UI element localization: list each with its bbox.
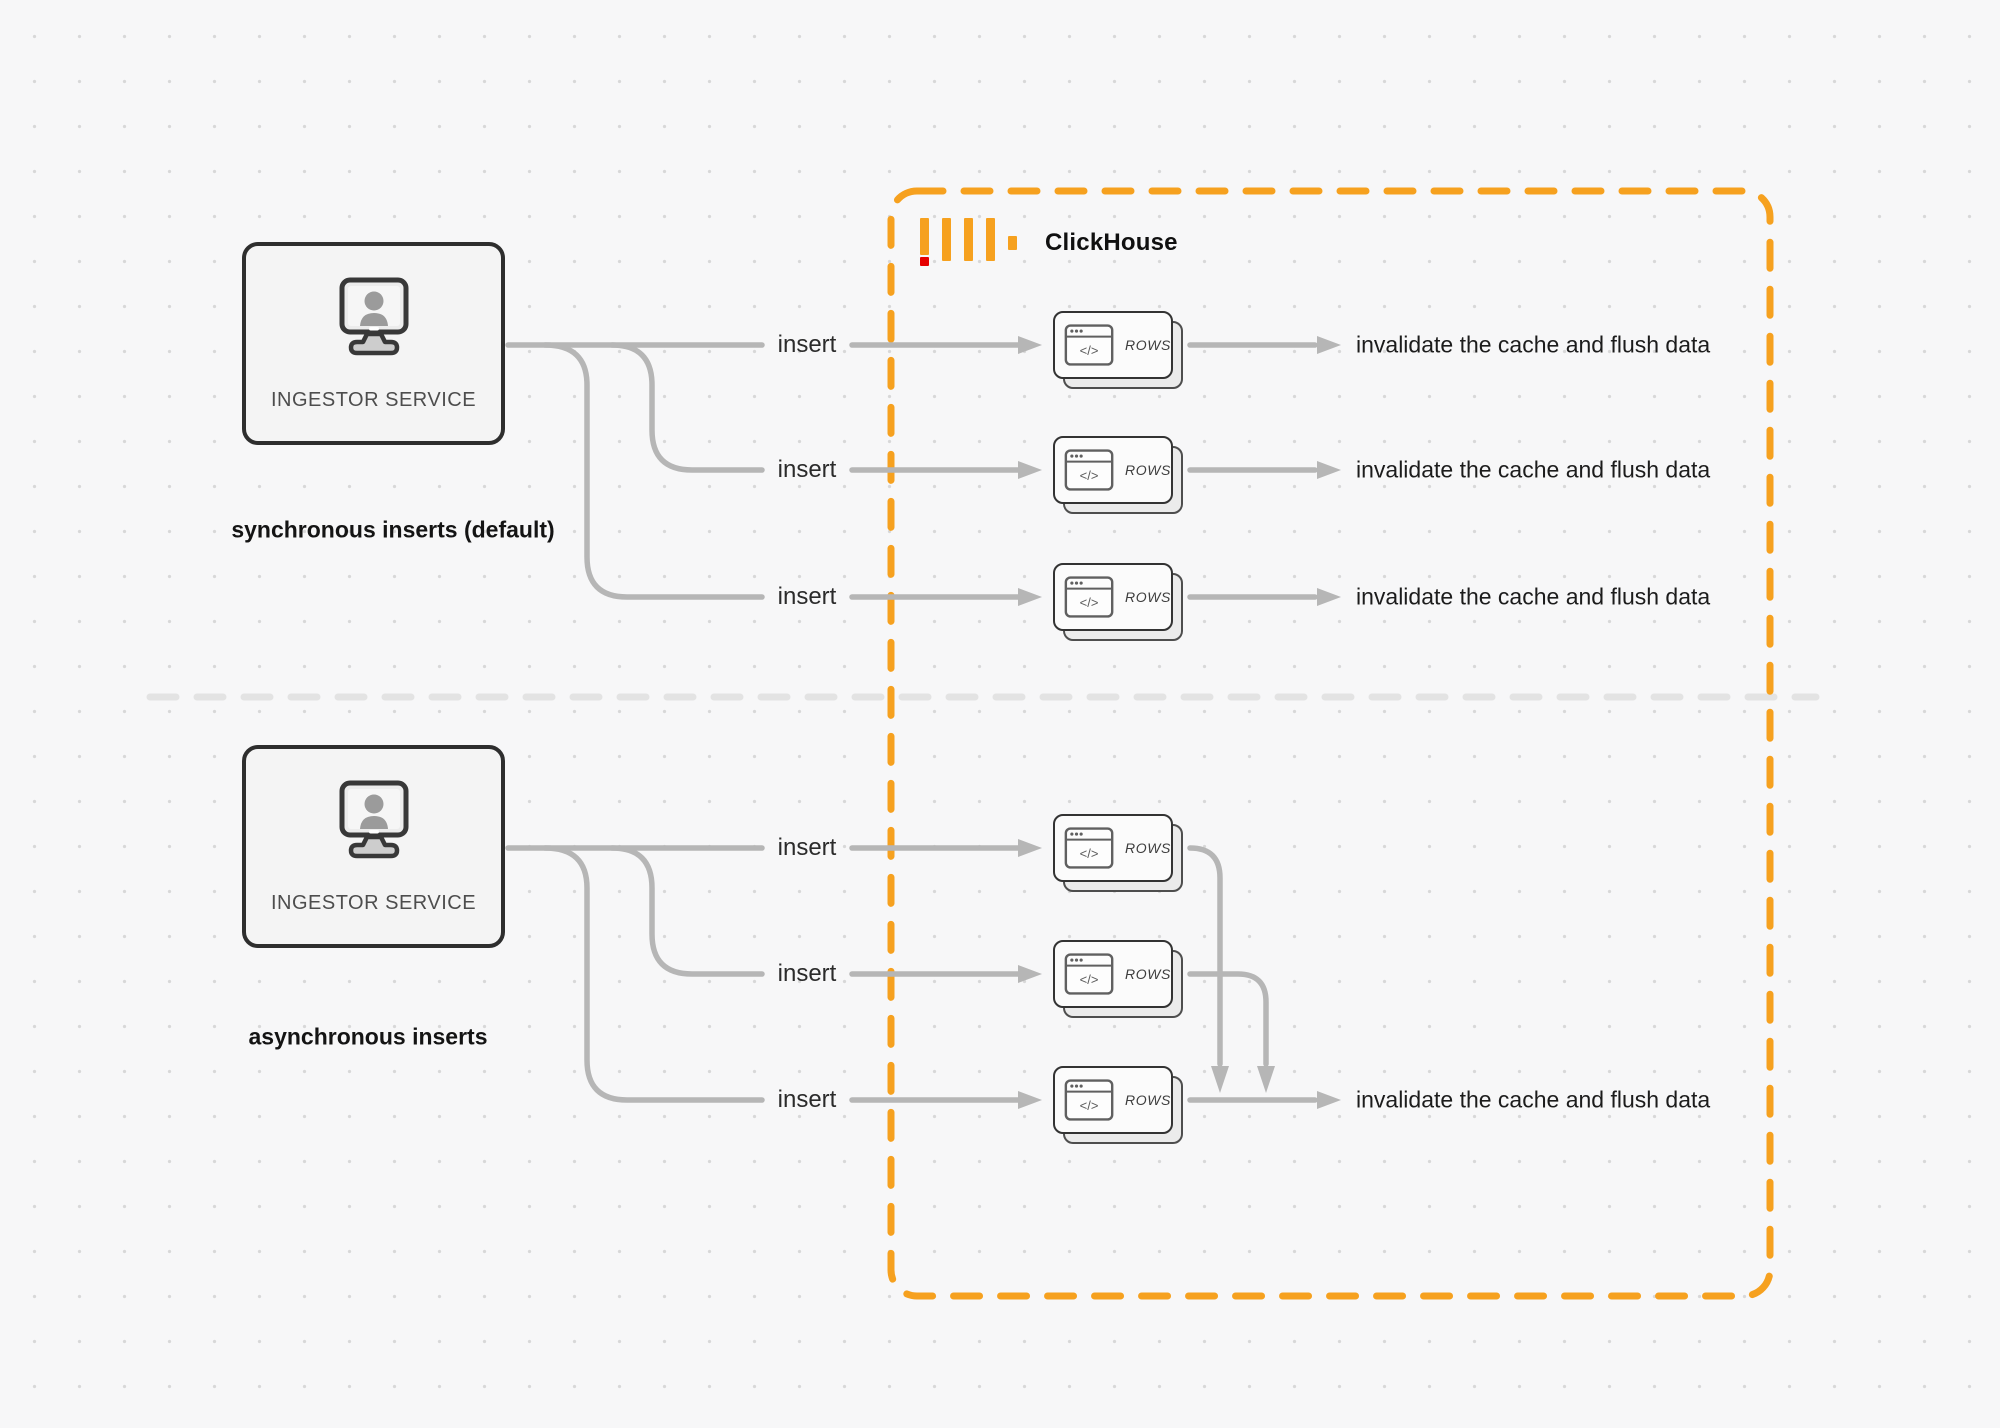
rows-node-label: ROWS bbox=[1125, 462, 1171, 478]
sync-row2-branch bbox=[609, 342, 765, 473]
async-ingestor-service-box: INGESTOR SERVICE bbox=[242, 745, 505, 948]
code-glyph: </> bbox=[1080, 595, 1099, 610]
async-rows-node-3: </> ROWS bbox=[1053, 1066, 1183, 1144]
async-row3-insert-label: insert bbox=[777, 1086, 837, 1113]
async-merge2-line bbox=[1187, 971, 1269, 1067]
clickhouse-logo-icon bbox=[920, 218, 1017, 266]
code-window-icon: </> bbox=[1064, 1079, 1114, 1121]
sync-row2-in-arrowhead bbox=[1018, 461, 1042, 479]
rows-node-label: ROWS bbox=[1125, 589, 1171, 605]
sync-row2-result-label: invalidate the cache and flush data bbox=[1356, 456, 1711, 483]
code-glyph: </> bbox=[1080, 1098, 1099, 1113]
async-row3-branch bbox=[542, 845, 765, 1103]
rows-node-label: ROWS bbox=[1125, 337, 1171, 353]
rows-front-card: </> ROWS bbox=[1053, 1066, 1173, 1134]
async-rows-node-1: </> ROWS bbox=[1053, 814, 1183, 892]
rows-node-label: ROWS bbox=[1125, 840, 1171, 856]
async-service-label: INGESTOR SERVICE bbox=[270, 892, 477, 914]
sync-row1-result-label: invalidate the cache and flush data bbox=[1356, 331, 1711, 358]
connector-lines bbox=[505, 342, 1318, 1103]
sync-row3-in-arrowhead bbox=[1018, 588, 1042, 606]
code-window-icon: </> bbox=[1064, 449, 1114, 491]
sync-rows-node-1: </> ROWS bbox=[1053, 311, 1183, 389]
workstation-monitor-icon bbox=[339, 277, 408, 356]
sync-row3-branch bbox=[542, 342, 765, 600]
async-row1-insert-label: insert bbox=[777, 834, 837, 861]
async-row2-branch bbox=[609, 845, 765, 977]
async-row3-result-label: invalidate the cache and flush data bbox=[1356, 1086, 1711, 1113]
sync-row2-insert-label: insert bbox=[777, 456, 837, 483]
sync-row3-result-label: invalidate the cache and flush data bbox=[1356, 583, 1711, 610]
rows-front-card: </> ROWS bbox=[1053, 563, 1173, 631]
code-glyph: </> bbox=[1080, 468, 1099, 483]
async-merge2-arrowhead bbox=[1257, 1066, 1275, 1093]
async-merge1-arrowhead bbox=[1211, 1066, 1229, 1093]
code-window-icon: </> bbox=[1064, 576, 1114, 618]
sync-row2-out-arrowhead bbox=[1317, 461, 1341, 479]
rows-front-card: </> ROWS bbox=[1053, 940, 1173, 1008]
rows-node-label: ROWS bbox=[1125, 1092, 1171, 1108]
code-window-icon: </> bbox=[1064, 324, 1114, 366]
async-row2-in-arrowhead bbox=[1018, 965, 1042, 983]
code-window-icon: </> bbox=[1064, 953, 1114, 995]
rows-front-card: </> ROWS bbox=[1053, 814, 1173, 882]
async-merge1-line bbox=[1187, 845, 1223, 1067]
async-rows-node-2: </> ROWS bbox=[1053, 940, 1183, 1018]
sync-rows-node-3: </> ROWS bbox=[1053, 563, 1183, 641]
workstation-monitor-icon bbox=[339, 780, 408, 859]
async-section-caption: asynchronous inserts bbox=[248, 1023, 488, 1050]
rows-front-card: </> ROWS bbox=[1053, 436, 1173, 504]
arrowheads bbox=[1018, 336, 1341, 1109]
async-row3-out-arrowhead bbox=[1317, 1091, 1341, 1109]
sync-row3-out-arrowhead bbox=[1317, 588, 1341, 606]
sync-row1-insert-label: insert bbox=[777, 331, 837, 358]
rows-node-label: ROWS bbox=[1125, 966, 1171, 982]
code-glyph: </> bbox=[1080, 972, 1099, 987]
sync-ingestor-service-box: INGESTOR SERVICE bbox=[242, 242, 505, 445]
sync-row3-insert-label: insert bbox=[777, 583, 837, 610]
async-row2-insert-label: insert bbox=[777, 960, 837, 987]
code-window-icon: </> bbox=[1064, 827, 1114, 869]
rows-front-card: </> ROWS bbox=[1053, 311, 1173, 379]
sync-service-label: INGESTOR SERVICE bbox=[270, 389, 477, 411]
clickhouse-boundary-box bbox=[887, 187, 1774, 1300]
async-row3-in-arrowhead bbox=[1018, 1091, 1042, 1109]
clickhouse-label: ClickHouse bbox=[1045, 229, 1178, 256]
sync-rows-node-2: </> ROWS bbox=[1053, 436, 1183, 514]
code-glyph: </> bbox=[1080, 846, 1099, 861]
code-glyph: </> bbox=[1080, 343, 1099, 358]
sync-row1-out-arrowhead bbox=[1317, 336, 1341, 354]
async-row1-in-arrowhead bbox=[1018, 839, 1042, 857]
sync-section-caption: synchronous inserts (default) bbox=[231, 516, 555, 543]
sync-row1-in-arrowhead bbox=[1018, 336, 1042, 354]
